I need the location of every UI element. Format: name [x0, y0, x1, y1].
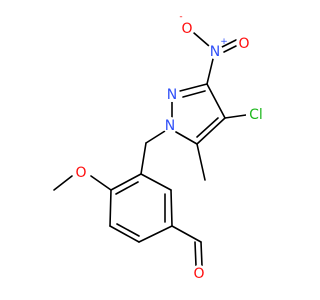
- bonds: [53, 32, 247, 267]
- bond-n2-c3-b: [182, 90, 206, 98]
- atom-aldehyde-o: O: [193, 266, 204, 282]
- atom-methoxy-o: O: [75, 165, 86, 181]
- bond-c4-c5-a: [196, 117, 226, 145]
- atom-labels: O - N + O N N Cl O O: [73, 12, 266, 282]
- bond-c4-c5-b: [196, 117, 219, 138]
- bond-b4-b5: [138, 225, 173, 243]
- bond-b2-b3: [109, 189, 112, 227]
- bond-nitro-n-o-double-a: [221, 39, 237, 48]
- bond-b1-b2: [110, 173, 142, 191]
- bond-b5-cho: [171, 225, 202, 243]
- bond-c3-nitro-n: [206, 58, 214, 85]
- molecule-structure: O - N + O N N Cl O O: [53, 12, 266, 282]
- atom-ring-n2: N: [167, 87, 177, 103]
- bond-nitro-n-o-double-b: [223, 44, 239, 53]
- atom-nitro-o: O: [238, 36, 249, 52]
- bond-b6-b1: [140, 173, 172, 191]
- bond-cho-o-b: [194, 241, 197, 267]
- atom-ring-n1: N: [165, 118, 175, 134]
- bond-b1-b2-inner: [115, 181, 139, 195]
- bond-nitro-n-o-minus: [193, 32, 210, 47]
- atom-chlorine: Cl: [249, 107, 263, 123]
- atom-nitro-n: N: [210, 44, 220, 60]
- bond-c5-n1: [175, 131, 198, 145]
- bond-n2-c3-a: [179, 83, 208, 92]
- bond-b3-b4: [109, 225, 140, 243]
- bond-b2-methoxy-o: [90, 175, 112, 191]
- bond-ch2-benzene: [140, 142, 147, 175]
- charge-nitro-n: +: [220, 37, 228, 47]
- bond-c3-c4: [206, 83, 226, 119]
- bond-methoxy-o-ch3: [53, 175, 73, 191]
- charge-nitro-o-minus: -: [179, 12, 182, 22]
- bond-c4-cl: [224, 114, 247, 119]
- bond-n1-ch2: [145, 130, 166, 144]
- bond-c5-methyl: [196, 143, 206, 181]
- atom-nitro-o-minus: O: [181, 21, 192, 37]
- bond-b3-b4-inner: [116, 223, 140, 237]
- bond-cho-o-a: [200, 241, 203, 267]
- bond-b5-b6: [170, 189, 173, 227]
